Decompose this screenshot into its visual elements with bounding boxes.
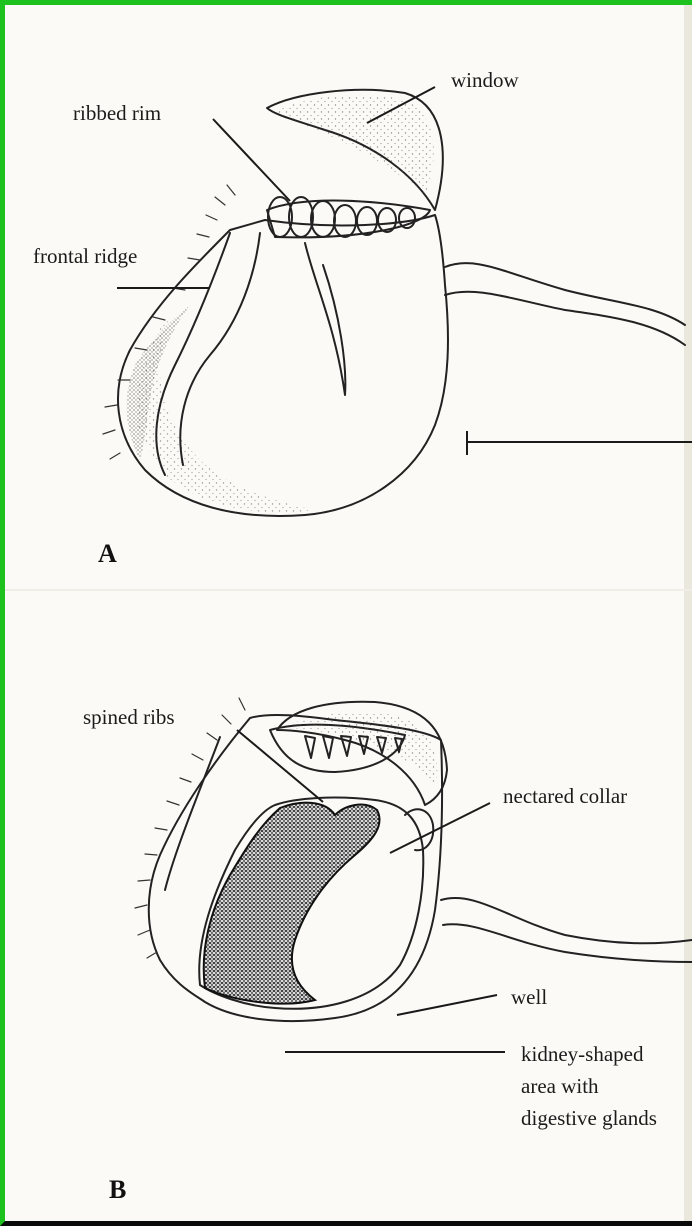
label-frontal-ridge: frontal ridge (33, 242, 137, 270)
outer-wall-line (165, 737, 220, 890)
inner-fold (305, 243, 345, 395)
tendril-stalk (445, 263, 685, 325)
digestive-glands-area (204, 803, 380, 1004)
label-ribbed-rim: ribbed rim (73, 99, 161, 127)
label-kidney-line1: kidney-shaped (521, 1040, 643, 1068)
panel-label-a: A (98, 539, 117, 569)
tendril-stalk (441, 898, 692, 943)
lid-window (267, 90, 443, 210)
spined-ribs-leader (237, 730, 323, 802)
label-window: window (451, 66, 519, 94)
label-spined-ribs: spined ribs (83, 703, 175, 731)
ribbed-rim-leader (213, 119, 290, 201)
well-leader (397, 995, 497, 1015)
panel-label-b: B (109, 1175, 126, 1205)
panel-b: spined ribs nectared collar well kidney-… (5, 590, 692, 1226)
scale-bar (467, 431, 692, 455)
panel-a: window ribbed rim frontal ridge A (5, 5, 692, 590)
ribbed-rim (267, 197, 430, 237)
label-kidney-line3: digestive glands (521, 1104, 657, 1132)
label-kidney-line2: area with (521, 1072, 599, 1100)
pitcher-a-drawing (5, 5, 692, 590)
tendril-stalk-lower (445, 292, 685, 345)
label-well: well (511, 983, 547, 1011)
label-nectared-collar: nectared collar (503, 782, 627, 810)
